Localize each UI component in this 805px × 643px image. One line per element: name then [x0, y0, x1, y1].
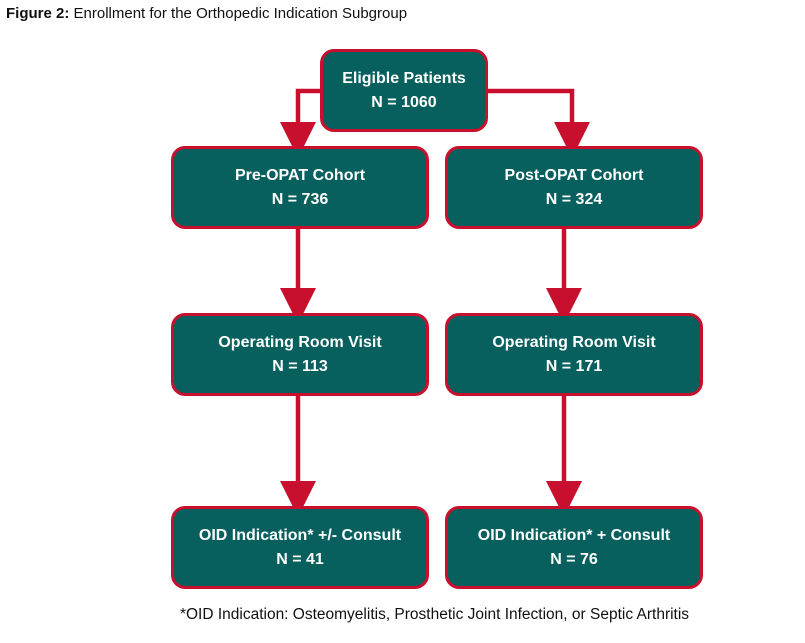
- node-title: Post-OPAT Cohort: [504, 166, 644, 184]
- node-count: N = 1060: [371, 93, 437, 111]
- figure-label: Figure 2:: [6, 5, 70, 22]
- node-title: OID Indication* + Consult: [477, 526, 671, 544]
- arrow-eligible-to-post: [488, 88, 590, 158]
- node-title: Pre-OPAT Cohort: [234, 166, 366, 184]
- node-title: Operating Room Visit: [492, 333, 656, 351]
- footnote-text: *OID Indication: Osteomyelitis, Prosthet…: [179, 606, 690, 623]
- node-title: Eligible Patients: [342, 69, 466, 87]
- node-oid-indication-pre: OID Indication* +/- Consult N = 41: [171, 506, 429, 589]
- node-count: N = 171: [545, 357, 603, 375]
- node-title: Operating Room Visit: [218, 333, 382, 351]
- node-count: N = 41: [276, 550, 324, 568]
- footnote: *OID Indication: Osteomyelitis, Prosthet…: [0, 606, 805, 624]
- node-count: N = 113: [272, 357, 328, 375]
- node-count: N = 76: [550, 550, 598, 568]
- node-pre-opat-cohort: Pre-OPAT Cohort N = 736: [171, 146, 429, 229]
- node-eligible-patients: Eligible Patients N = 1060: [320, 49, 488, 132]
- figure-caption: Figure 2: Enrollment for the Orthopedic …: [6, 5, 407, 22]
- node-count: N = 324: [545, 190, 603, 208]
- figure-title: Enrollment for the Orthopedic Indication…: [69, 5, 408, 22]
- node-title: OID Indication* +/- Consult: [198, 526, 402, 544]
- node-post-opat-cohort: Post-OPAT Cohort N = 324: [445, 146, 703, 229]
- node-count: N = 736: [271, 190, 329, 208]
- node-operating-room-post: Operating Room Visit N = 171: [445, 313, 703, 396]
- node-operating-room-pre: Operating Room Visit N = 113: [171, 313, 429, 396]
- arrow-eligible-to-pre: [280, 88, 320, 158]
- node-oid-indication-post: OID Indication* + Consult N = 76: [445, 506, 703, 589]
